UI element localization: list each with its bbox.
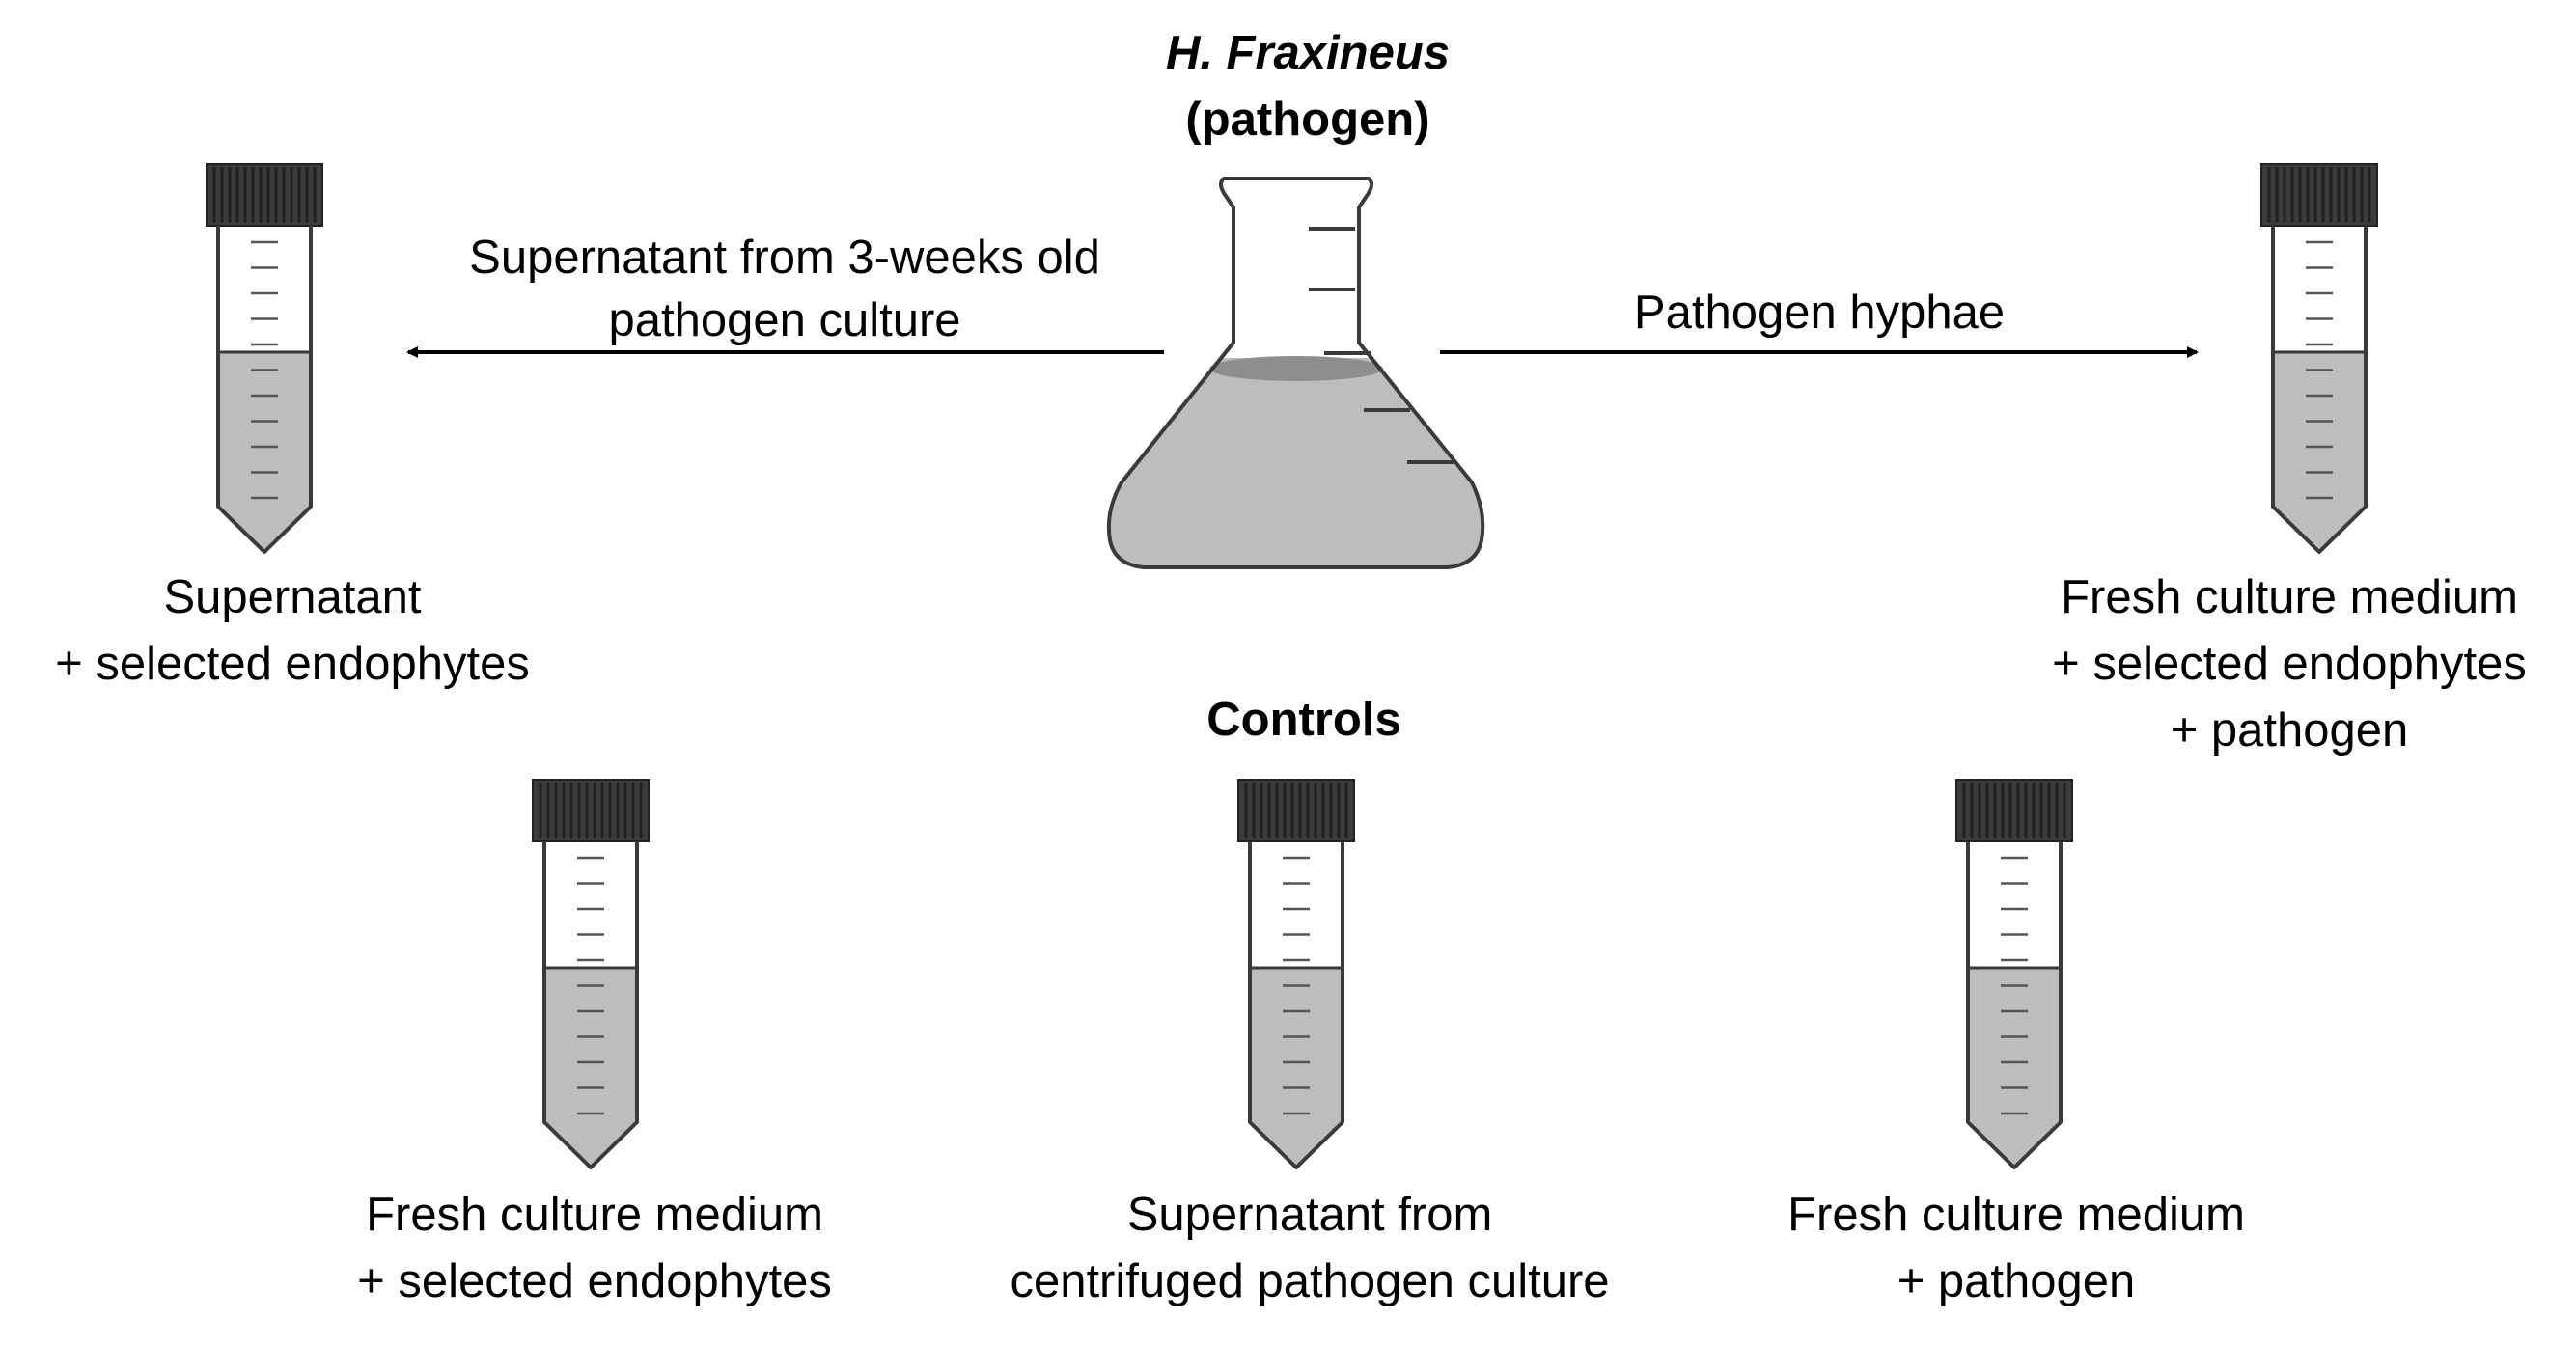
right-arrow-label-text: Pathogen hyphae <box>1633 287 2006 339</box>
erlenmeyer-flask-icon <box>1106 177 1485 569</box>
top-right-tube-label-line2: + selected endophytes <box>2052 638 2527 690</box>
control-right-label-line1: Fresh culture medium <box>1787 1189 2245 1241</box>
control-center-label-line1: Supernatant from <box>1126 1189 1493 1241</box>
tube-control-centrifuged-supernatant <box>1237 779 1355 1169</box>
tube-cap-icon <box>2260 163 2378 227</box>
tube-cap-icon <box>206 163 323 227</box>
control-left-label: Fresh culture medium + selected endophyt… <box>357 1182 832 1315</box>
control-right-label-line2: + pathogen <box>1897 1255 2136 1307</box>
tube-body-icon <box>542 841 639 1169</box>
top-right-tube-label-line3: + pathogen <box>2170 704 2409 756</box>
tube-cap-icon <box>1237 779 1355 842</box>
left-arrow-label-line1: Supernatant from 3-weeks old <box>469 232 1100 284</box>
tube-supernatant-endophytes <box>206 163 323 554</box>
tube-cap-icon <box>1955 779 2073 842</box>
controls-heading: Controls <box>1206 694 1401 746</box>
tube-control-fresh-medium-pathogen <box>1955 779 2073 1169</box>
right-arrow-label: Pathogen hyphae <box>1634 280 2005 346</box>
flask-title: H. Fraxineus (pathogen) <box>1166 20 1450 153</box>
top-right-tube-label-line1: Fresh culture medium <box>2061 571 2518 623</box>
tube-body-icon <box>1248 841 1344 1169</box>
tube-body-icon <box>1966 841 2063 1169</box>
tube-fresh-medium-endophytes-pathogen <box>2260 163 2378 554</box>
control-left-label-line1: Fresh culture medium <box>366 1189 823 1241</box>
control-center-label-line2: centrifuged pathogen culture <box>1010 1255 1610 1307</box>
top-left-tube-label: Supernatant + selected endophytes <box>55 564 530 698</box>
control-left-label-line2: + selected endophytes <box>357 1255 832 1307</box>
control-center-label: Supernatant from centrifuged pathogen cu… <box>1010 1182 1609 1315</box>
tube-body-icon <box>216 226 313 554</box>
top-right-tube-label: Fresh culture medium + selected endophyt… <box>2052 564 2527 764</box>
left-arrow-label-line2: pathogen culture <box>608 294 961 346</box>
pathogen-species-name: H. Fraxineus <box>1165 27 1451 79</box>
tube-control-fresh-medium-endophytes <box>532 779 650 1169</box>
tube-body-icon <box>2271 226 2368 554</box>
left-arrow-label: Supernatant from 3-weeks old pathogen cu… <box>469 225 1100 354</box>
top-left-tube-label-line2: + selected endophytes <box>55 638 530 690</box>
tube-cap-icon <box>532 779 650 842</box>
pathogen-role-label: (pathogen) <box>1185 94 1430 146</box>
top-left-tube-label-line1: Supernatant <box>163 571 422 623</box>
control-right-label: Fresh culture medium + pathogen <box>1787 1182 2245 1315</box>
